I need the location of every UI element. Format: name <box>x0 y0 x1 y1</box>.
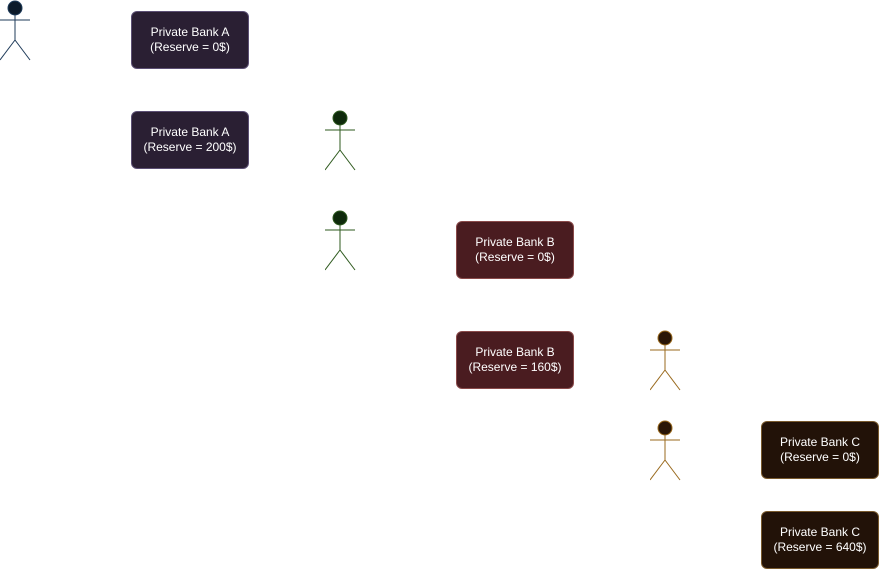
bank-c-node-1[interactable]: Private Bank C (Reserve = 0$) <box>761 421 879 479</box>
bank-reserve: (Reserve = 160$) <box>468 360 562 374</box>
actor-1-icon <box>0 0 31 61</box>
bank-name: Private Bank C <box>779 525 861 539</box>
bank-name: Private Bank A <box>150 25 230 39</box>
bank-b-node-1[interactable]: Private Bank B (Reserve = 0$) <box>456 221 574 279</box>
bank-reserve: (Reserve = 0$) <box>475 250 555 264</box>
actor-4-icon <box>650 330 681 391</box>
bank-reserve: (Reserve = 200$) <box>143 140 237 154</box>
bank-name: Private Bank C <box>779 435 861 449</box>
bank-reserve: (Reserve = 640$) <box>773 540 867 554</box>
bank-a-node-1[interactable]: Private Bank A (Reserve = 0$) <box>131 11 249 69</box>
actor-2-icon <box>325 110 356 171</box>
bank-reserve: (Reserve = 0$) <box>150 40 230 54</box>
bank-name: Private Bank A <box>150 125 230 139</box>
bank-c-node-2[interactable]: Private Bank C (Reserve = 640$) <box>761 511 879 569</box>
actor-3-icon <box>325 210 356 271</box>
bank-b-node-2[interactable]: Private Bank B (Reserve = 160$) <box>456 331 574 389</box>
bank-reserve: (Reserve = 0$) <box>780 450 860 464</box>
bank-name: Private Bank B <box>475 235 555 249</box>
bank-name: Private Bank B <box>475 345 555 359</box>
bank-a-node-2[interactable]: Private Bank A (Reserve = 200$) <box>131 111 249 169</box>
actor-5-icon <box>650 420 681 481</box>
